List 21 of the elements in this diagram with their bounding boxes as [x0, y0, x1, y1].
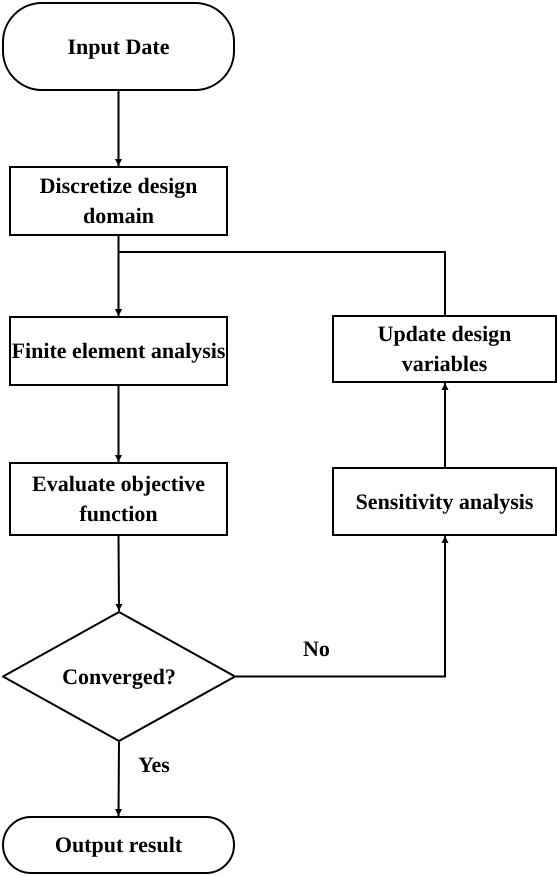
node-text: Update design variables: [376, 320, 512, 378]
arrow: [115, 742, 122, 816]
node-text: Sensitivity analysis: [356, 488, 534, 516]
node-text: Output result: [54, 831, 182, 860]
arrow: [442, 383, 448, 467]
node-text: Converged?: [62, 662, 176, 691]
arrow: [115, 536, 122, 611]
arrow: [115, 386, 122, 462]
process-box: [9, 462, 228, 536]
process-box: [332, 467, 557, 536]
arrow: [236, 536, 448, 678]
node-text: Discretize design domain: [38, 172, 198, 230]
arrow: [115, 251, 446, 316]
process-box: [332, 315, 557, 383]
arrow: [115, 91, 122, 166]
decision-diamond: [2, 611, 236, 742]
process-box: [9, 166, 228, 236]
node-text: Evaluate objective function: [31, 470, 206, 528]
process-box: [9, 316, 228, 386]
node-text: Input Date: [67, 32, 170, 61]
node-text: Finite element analysis: [12, 337, 226, 366]
